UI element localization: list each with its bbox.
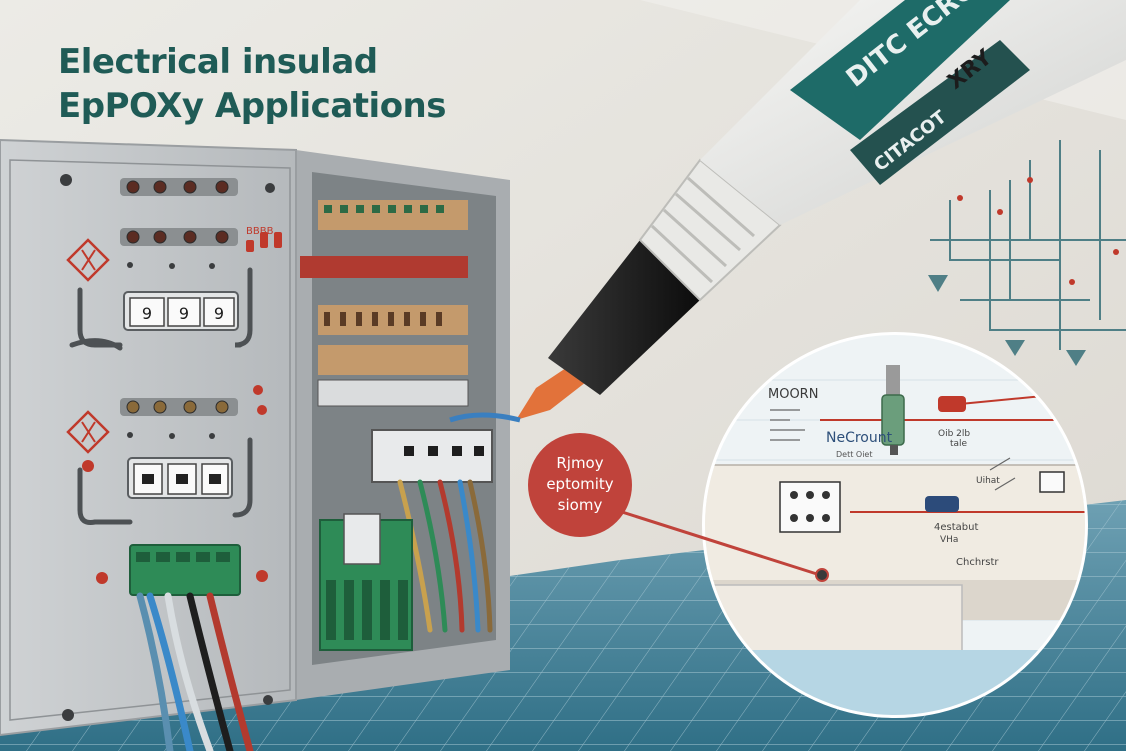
title-line-1: Electrical insulad bbox=[58, 42, 378, 82]
inset-label-oib: Oib 2lb bbox=[938, 429, 970, 439]
tube-band-lower bbox=[850, 40, 1030, 185]
screw-icon bbox=[265, 183, 275, 193]
screw-icon bbox=[62, 709, 74, 721]
tube-band bbox=[790, 0, 1010, 140]
terminal-row-2 bbox=[120, 228, 238, 246]
callout-line-1: Rjmoy bbox=[556, 454, 603, 472]
inset-label-uhat: Uihat bbox=[976, 476, 1000, 486]
inset-label-moorn: MOORN bbox=[768, 387, 818, 402]
title-line-2: EpPOXy Applications bbox=[58, 86, 447, 126]
magnified-inset: MOORN NeCrount Dett Oiet Oib 2lb tale Ui… bbox=[702, 332, 1088, 718]
inset-label-necrount: NeCrount bbox=[826, 430, 893, 446]
callout-bubble: Rjmoy eptomity siomy bbox=[528, 433, 632, 537]
callout-target-dot bbox=[815, 568, 829, 582]
inset-label-tale: tale bbox=[950, 439, 968, 449]
wall-circuit-arrows bbox=[928, 275, 1086, 366]
callout-connector bbox=[599, 503, 821, 577]
page-title: Electrical insulad EpPOXy Applications bbox=[58, 40, 447, 128]
callout-line-2: eptomity bbox=[546, 475, 613, 493]
digit-meter-block: 9 9 9 bbox=[123, 291, 239, 331]
screw-icon bbox=[60, 174, 72, 186]
meter-digit: 9 bbox=[142, 304, 152, 323]
screw-icon bbox=[263, 695, 273, 705]
inset-label-subtext: Dett Oiet bbox=[836, 450, 872, 459]
knob-row bbox=[120, 398, 238, 416]
wall-circuit-dots bbox=[957, 177, 1119, 285]
terminal-row-1 bbox=[120, 178, 238, 196]
meter-digit: 9 bbox=[179, 304, 189, 323]
callout-line-3: siomy bbox=[558, 496, 603, 514]
blue-wire bbox=[449, 412, 521, 423]
wall-circuit-lines bbox=[930, 140, 1126, 350]
meter-digit: 9 bbox=[214, 304, 224, 323]
distribution-block bbox=[371, 429, 493, 483]
inset-label-4estabut: 4estabut bbox=[934, 522, 978, 533]
warning-diamond-icon bbox=[66, 410, 110, 454]
tube-tip bbox=[516, 362, 586, 420]
inset-label-vha: VHa bbox=[940, 535, 958, 545]
warning-diamond-icon bbox=[66, 238, 110, 282]
insulator-component bbox=[881, 365, 905, 455]
door-red-label: BBBB bbox=[246, 226, 274, 237]
inset-label-chchrstr: Chchrstr bbox=[956, 557, 999, 568]
din-rails bbox=[300, 200, 469, 407]
switch-block bbox=[127, 457, 233, 499]
green-terminal-block bbox=[129, 544, 241, 596]
tube-nozzle bbox=[548, 240, 700, 395]
relay-block bbox=[319, 513, 413, 651]
electrical-cabinet: BBBB 9 9 9 bbox=[0, 138, 510, 751]
